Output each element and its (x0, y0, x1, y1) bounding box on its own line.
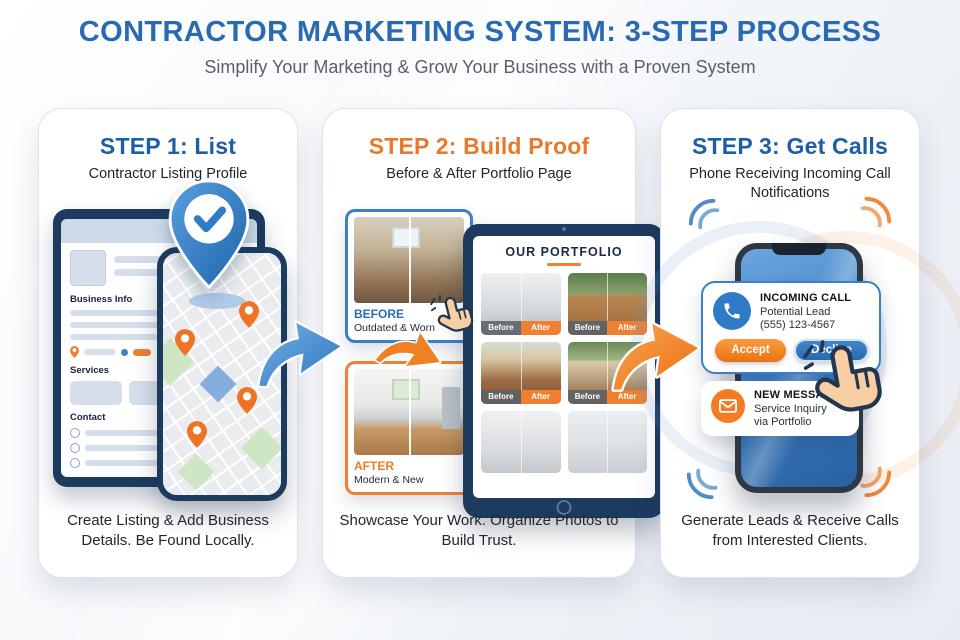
step1-subtitle: Contractor Listing Profile (88, 166, 248, 182)
portfolio-tile (567, 411, 647, 473)
step1-header: STEP 1: List Contractor Listing Profile (39, 109, 297, 184)
globe-icon (70, 428, 80, 438)
tag-pill (133, 348, 151, 356)
cursor-hand-icon (803, 340, 882, 412)
before-photo (354, 217, 464, 303)
map-phone (157, 247, 287, 501)
title-underline (547, 263, 581, 266)
placeholder-line (85, 460, 169, 466)
page-subtitle: Simplify Your Marketing & Grow Your Busi… (204, 57, 756, 77)
before-label: BEFORE (354, 307, 405, 321)
new-message-card: NEW MESSAGE Service Inquiry via Portfoli… (701, 381, 859, 436)
header: CONTRACTOR MARKETING SYSTEM: 3-STEP PROC… (0, 16, 960, 78)
signal-arc-icon (686, 468, 718, 500)
step2-header: STEP 2: Build Proof Before & After Portf… (323, 109, 635, 184)
step3-header: STEP 3: Get Calls Phone Receiving Incomi… (661, 109, 919, 202)
phone-icon (70, 458, 80, 468)
avatar (70, 250, 106, 286)
cursor-hand-icon (430, 294, 474, 332)
step3-subtitle: Phone Receiving Incoming Call Notificati… (689, 166, 891, 201)
step2-caption: Showcase Your Work. Organize Photos to B… (339, 511, 619, 549)
after-label: AFTER (354, 459, 394, 473)
before-chip[interactable]: Before (481, 321, 521, 335)
placeholder-line (85, 430, 169, 436)
placeholder-line (70, 334, 158, 340)
portfolio-tile (481, 411, 561, 473)
verified-pin-icon (168, 179, 250, 290)
chat-icon (70, 443, 80, 453)
pin-shadow (189, 293, 245, 309)
fridge-shape (442, 387, 460, 429)
step2-subtitle: Before & After Portfolio Page (386, 166, 572, 182)
envelope-icon (719, 399, 737, 413)
signal-arc-icon (688, 198, 720, 230)
before-chip[interactable]: Before (567, 321, 608, 335)
placeholder-line (114, 256, 186, 263)
caller-name: Potential Lead (760, 305, 831, 318)
step1-caption: Create Listing & Add Business Details. B… (67, 511, 269, 549)
map-pin-icon (175, 329, 195, 356)
step3-title: STEP 3: Get Calls (692, 133, 888, 159)
after-photo (354, 369, 464, 455)
message-line1: Service Inquiry (754, 402, 827, 415)
map-park (240, 426, 281, 470)
step3-caption: Generate Leads & Receive Calls from Inte… (681, 511, 899, 549)
arrow-right-icon (257, 320, 343, 389)
window-shape (392, 227, 420, 248)
business-info-label: Business Info (70, 294, 133, 305)
before-desc: Outdated & Worn (354, 322, 435, 334)
map (163, 253, 281, 495)
step1-card: STEP 1: List Contractor Listing Profile … (38, 108, 298, 578)
map-lake (199, 365, 237, 403)
after-chip[interactable]: After (520, 321, 561, 335)
placeholder-line (114, 269, 170, 276)
home-button (556, 500, 572, 515)
map-pin-icon (237, 387, 257, 414)
after-chip[interactable]: After (607, 390, 647, 404)
services-label: Services (70, 365, 110, 376)
after-chip[interactable]: After (520, 390, 561, 404)
page-title: CONTRACTOR MARKETING SYSTEM: 3-STEP PROC… (78, 16, 882, 48)
map-pin-icon (239, 301, 259, 328)
arrow-down-icon (374, 331, 442, 368)
step1-title: STEP 1: List (99, 133, 237, 159)
map-pin-icon (70, 346, 79, 358)
incoming-call-card: INCOMING CALL Potential Lead (555) 123-4… (701, 281, 881, 374)
phone-handset-icon (724, 303, 740, 319)
caller-number: (555) 123-4567 (760, 319, 836, 331)
call-icon-circle (713, 292, 751, 330)
message-line2: via Portfolio (754, 416, 812, 428)
message-icon-circle (711, 389, 745, 423)
accept-button[interactable]: Accept (715, 339, 786, 362)
map-pin-icon (187, 421, 207, 448)
placeholder-line (70, 322, 174, 328)
step2-card: STEP 2: Build Proof Before & After Portf… (322, 108, 665, 578)
before-chip[interactable]: Before (481, 390, 521, 404)
before-chip[interactable]: Before (567, 390, 608, 404)
status-dot (121, 348, 128, 356)
signal-arc-icon (860, 466, 892, 498)
window-shape (392, 379, 420, 400)
step2-title: STEP 2: Build Proof (368, 133, 590, 159)
placeholder-line (85, 445, 169, 451)
placeholder-line (84, 349, 116, 355)
placeholder-line (70, 310, 188, 316)
service-box (70, 381, 122, 405)
map-park (177, 453, 215, 491)
phone-notch (772, 243, 826, 255)
after-card: AFTER Modern & New (345, 361, 473, 495)
signal-arc-icon (860, 196, 892, 228)
camera-dot (562, 227, 566, 231)
contact-label: Contact (70, 412, 106, 423)
portfolio-title: OUR PORTFOLIO (505, 245, 623, 259)
step3-card: STEP 3: Get Calls Phone Receiving Incomi… (631, 108, 960, 578)
after-desc: Modern & New (354, 474, 424, 486)
arrow-right-icon (611, 321, 701, 392)
incoming-call-title: INCOMING CALL (760, 292, 852, 304)
